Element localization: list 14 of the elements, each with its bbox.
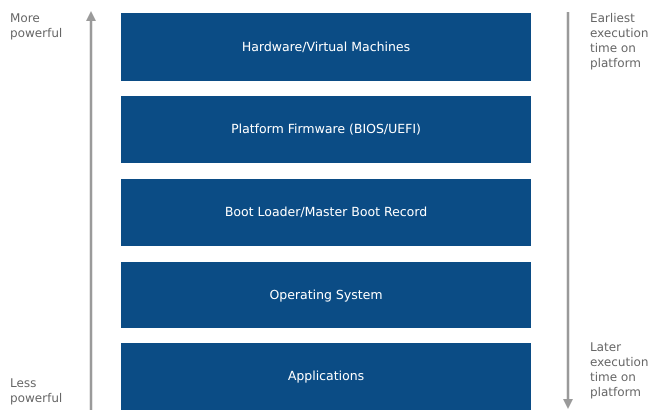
layer-box	[121, 179, 531, 246]
layer-box	[121, 96, 531, 163]
layer-box	[121, 343, 531, 410]
axis-note: Less powerful	[10, 376, 64, 406]
layer-label: Platform Firmware (BIOS/UEFI)	[231, 120, 421, 138]
axis-note: More powerful	[10, 11, 64, 41]
layer-label: Applications	[288, 367, 364, 386]
layer-box	[121, 262, 531, 328]
layer-box	[121, 13, 531, 81]
layer-label: Operating System	[269, 286, 383, 304]
axis-note: Earliest execution time on platform	[590, 11, 650, 71]
axis-note: Later execution time on platform	[590, 340, 650, 400]
layer-label: Boot Loader/Master Boot Record	[224, 203, 428, 222]
layer-label: Hardware/Virtual Machines	[242, 38, 410, 56]
